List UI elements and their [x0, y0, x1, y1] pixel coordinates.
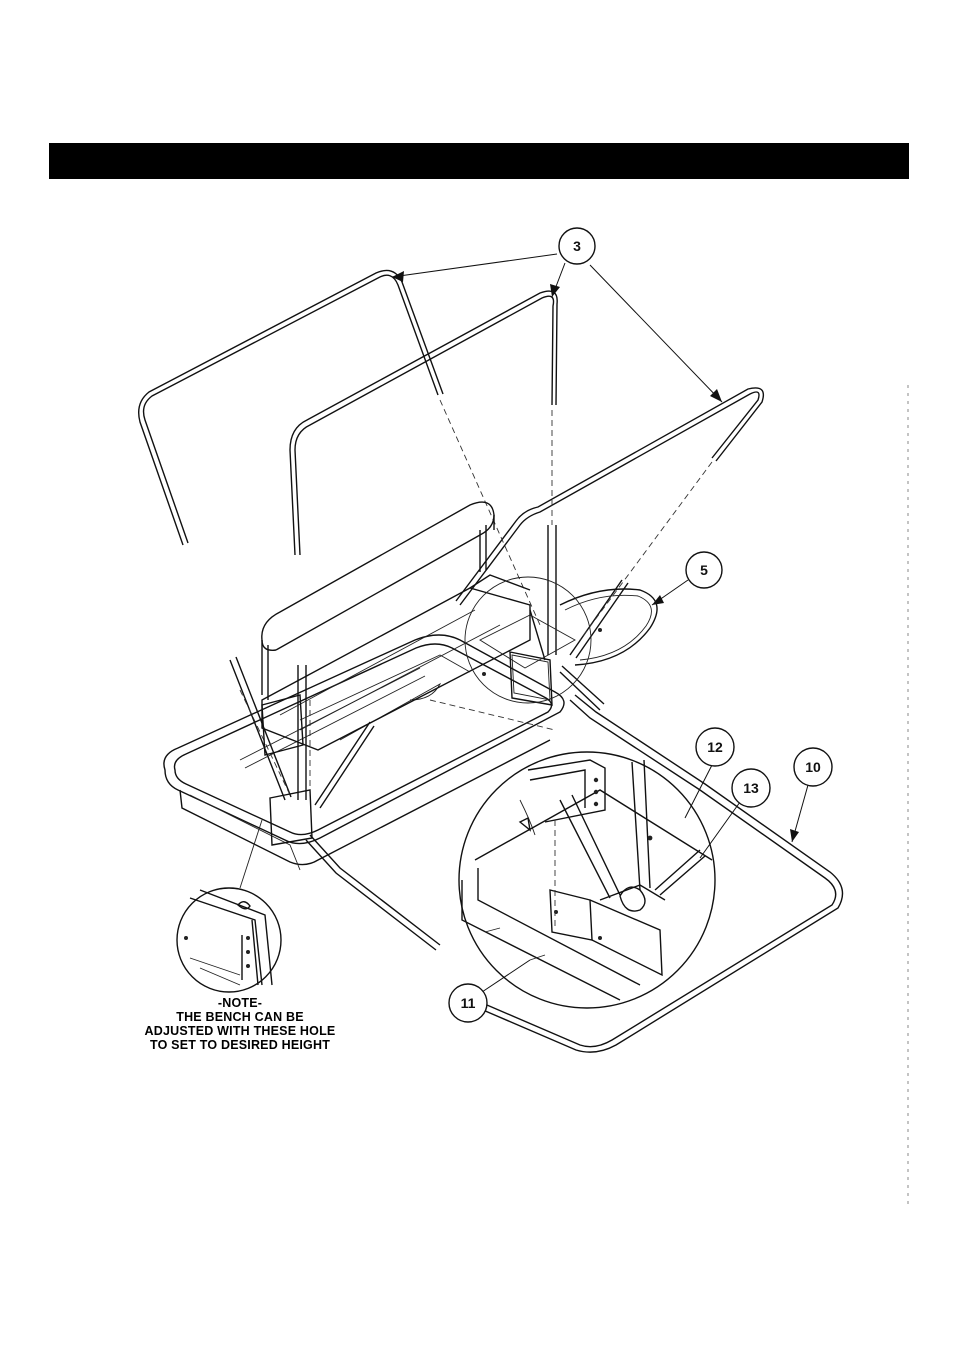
rear-posts — [230, 525, 628, 808]
canopy-tube-middle — [290, 291, 557, 555]
height-adjust-note: -NOTE- THE BENCH CAN BE ADJUSTED WITH TH… — [110, 996, 370, 1052]
callout-12: 12 — [696, 728, 734, 766]
callout-13: 13 — [732, 769, 770, 807]
bench-back — [262, 502, 494, 700]
svg-text:12: 12 — [707, 739, 723, 755]
callout-10: 10 — [794, 748, 832, 786]
note-line-2: ADJUSTED WITH THESE HOLE — [110, 1024, 370, 1038]
callout-5: 5 — [686, 552, 722, 588]
svg-text:5: 5 — [700, 562, 708, 578]
canopy-tube-left — [139, 270, 443, 545]
rear-rail — [306, 666, 843, 1052]
note-line-1: THE BENCH CAN BE — [110, 1010, 370, 1024]
detail-small-leader — [240, 820, 262, 888]
svg-text:10: 10 — [805, 759, 821, 775]
note-line-3: TO SET TO DESIRED HEIGHT — [110, 1038, 370, 1052]
callout-3: 3 — [559, 228, 595, 264]
detail-circle-small — [177, 888, 281, 992]
callout-11: 11 — [449, 984, 487, 1022]
alignment-lines — [240, 400, 712, 800]
note-heading: -NOTE- — [110, 996, 370, 1010]
svg-text:13: 13 — [743, 780, 759, 796]
svg-text:3: 3 — [573, 238, 581, 254]
detail-small-parts — [184, 890, 272, 985]
svg-text:11: 11 — [461, 995, 476, 1011]
detail-large-parts — [462, 760, 712, 1000]
